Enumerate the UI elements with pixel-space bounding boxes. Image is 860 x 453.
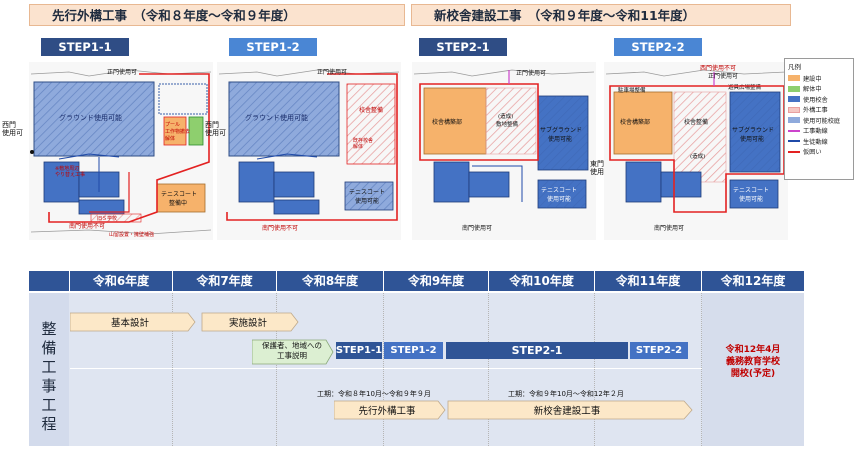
svg-text:整備中: 整備中 [169, 199, 187, 207]
svg-text:テニスコート: テニスコート [161, 191, 197, 198]
term-phase1: 工期：令和８年10月～令和９年９月 [317, 390, 431, 398]
site-plan-step1-2: グラウンド使用可能 校舎整備 既存校舎 解体 テニスコート 使用可能 正門使用可… [217, 62, 401, 240]
legend-item: 生徒動線 [788, 136, 850, 147]
svg-text:テニスコート: テニスコート [541, 187, 577, 194]
legend-item: 外構工事 [788, 105, 850, 116]
map3-south-gate: 南門使用可 [462, 224, 492, 232]
svg-text:やり替え工事: やり替え工事 [55, 171, 85, 178]
svg-text:テニスコート: テニスコート [349, 189, 385, 196]
svg-text:サブグラウンド: サブグラウンド [732, 126, 774, 134]
year-header: 令和7年度 [173, 271, 276, 291]
svg-text:南門使用不可: 南門使用不可 [69, 222, 105, 230]
svg-text:山留設置・擁壁補強: 山留設置・擁壁補強 [109, 231, 154, 238]
legend-item: 解体中 [788, 84, 850, 95]
map4-parking: 駐車場整備 [618, 86, 646, 94]
term-phase2: 工期：令和９年10月～令和12年２月 [508, 390, 624, 398]
bar-step2-2: STEP2-2 [630, 342, 688, 359]
phase-header-1: 先行外構工事 （令和８年度～令和９年度） [29, 4, 405, 26]
design-arrows [70, 312, 299, 332]
svg-text:解体: 解体 [353, 143, 363, 150]
site-plan-step1-1: グラウンド使用可能 プール 工作物撤去 解体 テニスコート 整備中 旧Ｓ学校 正… [29, 62, 213, 240]
detailed-design-label: 実施設計 [228, 318, 267, 329]
svg-text:使用可能: 使用可能 [740, 135, 764, 143]
legend-item: 建設中 [788, 73, 850, 84]
svg-text:テニスコート: テニスコート [733, 187, 769, 194]
phase-header-2: 新校舎建設工事 （令和９年度～令和11年度） [411, 4, 791, 26]
legend-item: 仮囲い [788, 147, 850, 158]
svg-text:使用可能: 使用可能 [548, 135, 572, 143]
map2-ground-label: グラウンド使用可能 [245, 113, 308, 122]
map4-west-gate-no: 西門使用不可 [700, 64, 736, 72]
phase2-arrow-label: 新校舎建設工事 [533, 406, 601, 417]
svg-text:遊具広場整備: 遊具広場整備 [728, 83, 762, 91]
map3-north-gate: 正門使用可 [516, 69, 546, 77]
svg-text:(造成): (造成) [690, 152, 705, 160]
svg-text:(造成): (造成) [498, 112, 513, 120]
map4-north-gate: 正門使用可 [708, 72, 738, 80]
svg-text:使用可能: 使用可能 [355, 197, 379, 205]
year-header: 令和8年度 [277, 271, 383, 291]
explanation-label: 保護者、地域への 工事説明 [262, 341, 322, 360]
opening-note: 令和12年4月 義務教育学校 開校(予定) [725, 345, 781, 379]
legend-title: 凡例 [788, 63, 801, 71]
row-label-cell [29, 293, 69, 446]
year-header: 令和6年度 [70, 271, 172, 291]
step-label-1-1: STEP1-1 [41, 38, 129, 56]
legend-item: 工事動線 [788, 126, 850, 137]
svg-text:解体: 解体 [165, 135, 175, 142]
svg-text:敷地整備: 敷地整備 [496, 120, 519, 128]
legend-item: 使用校舎 [788, 94, 850, 105]
legend-item: 使用可能校庭 [788, 115, 850, 126]
step-label-2-1: STEP2-1 [419, 38, 507, 56]
svg-text:※敷地周辺: ※敷地周辺 [55, 165, 79, 172]
phase1-arrow-label: 先行外構工事 [358, 406, 416, 417]
svg-text:既存校舎: 既存校舎 [353, 137, 373, 144]
site-plan-step2-2: 駐車場整備 校舎構築部 校舎整備 (造成) サブグラウンド 使用可能 遊具広場整… [604, 62, 788, 240]
step-label-2-2: STEP2-2 [614, 38, 702, 56]
map2-south-gate: 南門使用不可 [262, 224, 298, 232]
year-header: 令和11年度 [595, 271, 701, 291]
map4-building: 校舎構築部 [620, 118, 650, 126]
svg-text:校舎整備: 校舎整備 [359, 106, 383, 114]
explanation-arrow [252, 339, 334, 365]
year-header: 令和10年度 [489, 271, 594, 291]
map2-west-gate: 西門使用可 [205, 121, 226, 137]
svg-text:校舎整備: 校舎整備 [684, 118, 708, 126]
bar-step2-1: STEP2-1 [446, 342, 628, 359]
svg-text:工作物撤去: 工作物撤去 [165, 128, 190, 135]
map4-south-gate: 南門使用可 [654, 224, 684, 232]
map1-north-gate: 正門使用可 [107, 68, 137, 76]
map1-west-gate: 西門使用可 [2, 121, 23, 137]
svg-text:使用可能: 使用可能 [739, 195, 763, 203]
opening-cell [702, 293, 804, 446]
map2-north-gate: 正門使用可 [317, 68, 347, 76]
year-header: 令和9年度 [384, 271, 488, 291]
basic-design-label: 基本設計 [110, 318, 149, 329]
site-plan-step2-1: 校舎構築部 (造成) 敷地整備 サブグラウンド 使用可能 テニスコート 使用可能… [412, 62, 596, 240]
svg-text:旧Ｓ学校: 旧Ｓ学校 [97, 215, 117, 222]
table-header-corner [29, 271, 69, 291]
phase-arrows [334, 400, 693, 420]
map1-ground-label: グラウンド使用可能 [59, 113, 122, 122]
map3-east-gate: 東門使用可 [590, 160, 611, 176]
bar-step1-1: STEP1-1 [336, 342, 382, 359]
year-header: 令和12年度 [702, 271, 804, 291]
map-legend: 凡例 建設中 解体中 使用校舎 外構工事 使用可能校庭 工事動線 生徒動線 仮囲… [784, 58, 854, 180]
svg-text:サブグラウンド: サブグラウンド [540, 126, 582, 134]
step-label-1-2: STEP1-2 [229, 38, 317, 56]
row-label: 整備工事工程 [41, 320, 57, 433]
map3-building: 校舎構築部 [432, 118, 462, 126]
svg-text:プール: プール [165, 122, 180, 128]
svg-text:使用可能: 使用可能 [547, 195, 571, 203]
bar-step1-2: STEP1-2 [384, 342, 443, 359]
